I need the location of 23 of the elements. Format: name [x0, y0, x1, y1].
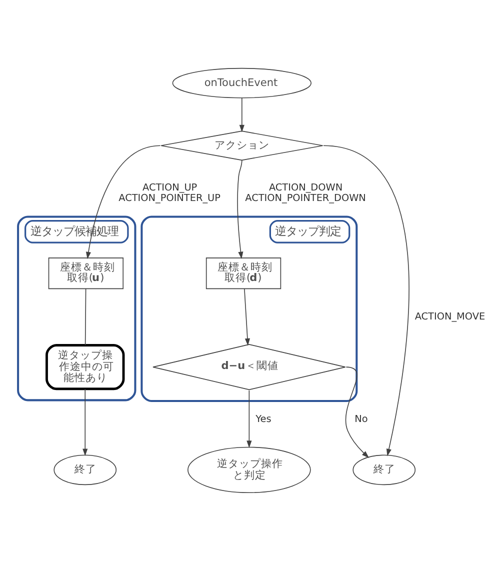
- edge-label: ACTION_MOVE: [414, 311, 486, 322]
- arrow: [323, 145, 410, 456]
- edge-label: ACTION_DOWN ACTION_POINTER_DOWN: [245, 182, 366, 204]
- arrow: [244, 288, 250, 346]
- edge-label: No: [354, 414, 368, 426]
- edge-label: Yes: [256, 414, 272, 426]
- node-ellipse: 終了: [54, 454, 117, 486]
- node-diamond: d−u＜閾値: [152, 344, 346, 390]
- node-ellipse: 終了: [352, 454, 416, 486]
- node-box: 座標＆時刻取得(u): [48, 258, 124, 290]
- node-diamond: アクション: [160, 130, 324, 161]
- arrow: [345, 366, 370, 458]
- node-box: 座標＆時刻取得(d): [206, 258, 282, 290]
- arrow: [246, 390, 252, 448]
- arrow: [82, 388, 88, 456]
- connector: [84, 288, 86, 346]
- arrow: [86, 145, 161, 260]
- node-ellipse: onTouchEvent: [172, 68, 312, 98]
- node-ellipse: 逆タップ操作と判定: [188, 446, 311, 493]
- arrow: [239, 98, 244, 132]
- arrow: [237, 160, 244, 260]
- node-box: 逆タップ操作途中の可能性あり: [46, 344, 125, 390]
- edge-label: ACTION_UP ACTION_POINTER_UP: [118, 182, 220, 204]
